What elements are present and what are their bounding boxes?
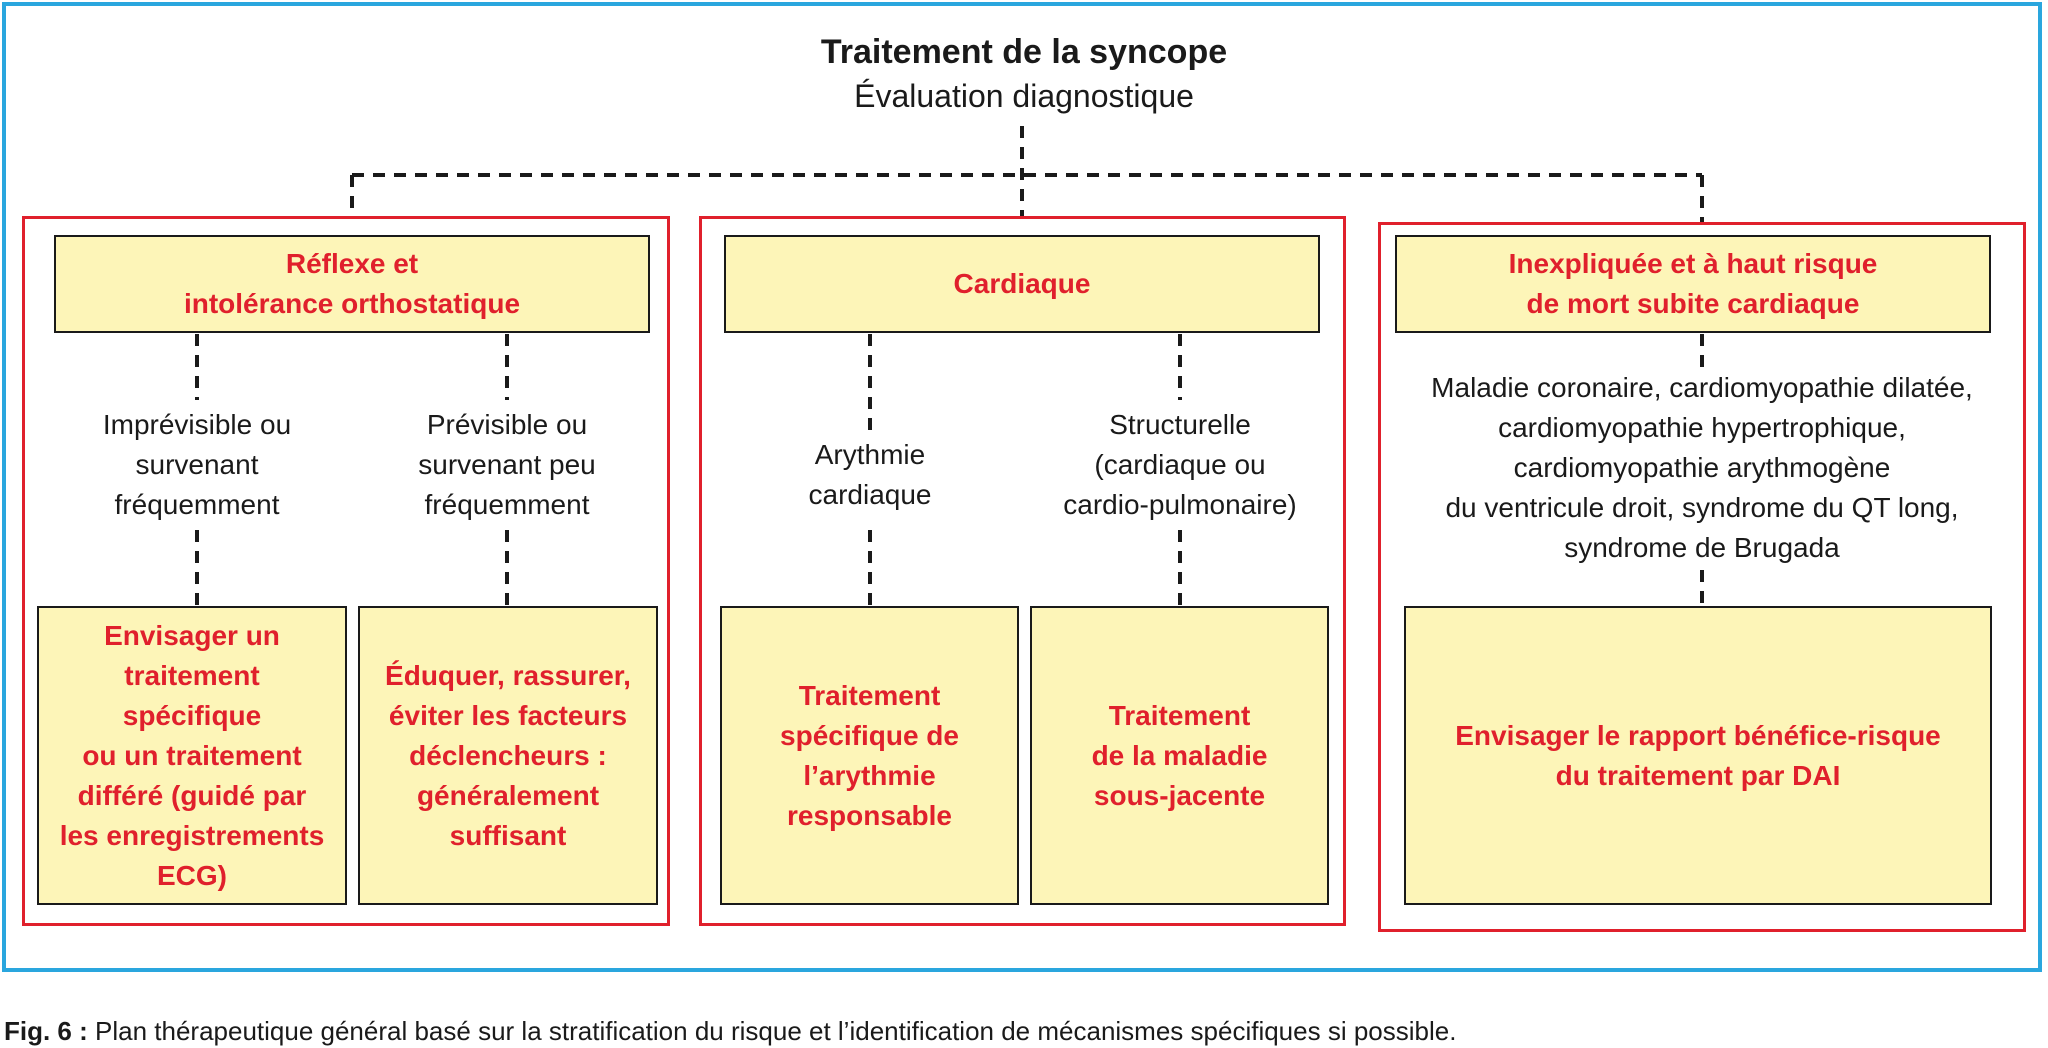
group-inexpliquee-condition: Maladie coronaire, cardiomyopathie dilat… (1431, 372, 1973, 563)
group-reflexe-action-1: Envisager un traitement spécifique ou un… (37, 606, 347, 905)
group-cardiaque-header: Cardiaque (724, 235, 1320, 333)
group-reflexe (22, 216, 670, 926)
group-cardiaque-action-2: Traitement de la maladie sous-jacente (1030, 606, 1329, 905)
group-cardiaque-condition-1: Arythmie cardiaque (808, 439, 932, 510)
group-cardiaque (699, 216, 1346, 926)
figure-caption: Fig. 6 : Plan thérapeutique général basé… (4, 1014, 2044, 1048)
caption-label: Fig. 6 : (4, 1016, 88, 1046)
group-reflexe-header: Réflexe et intolérance orthostatique (54, 235, 650, 333)
figure-frame (2, 2, 2042, 972)
group-reflexe-condition-1: Imprévisible ou survenant fréquemment (102, 409, 292, 520)
diagram-title: Traitement de la syncope (820, 33, 1228, 71)
caption-text: Plan thérapeutique général basé sur la s… (87, 1016, 1457, 1046)
group-reflexe-action-2: Éduquer, rassurer, éviter les facteurs d… (358, 606, 658, 905)
group-cardiaque-condition-2: Structurelle (cardiaque ou cardio-pulmon… (1063, 409, 1297, 520)
group-inexpliquee (1378, 222, 2026, 932)
diagram-heading: Traitement de la syncope Évaluation diag… (700, 30, 1348, 118)
group-inexpliquee-action: Envisager le rapport bénéfice-risque du … (1404, 606, 1992, 905)
group-cardiaque-action-1: Traitement spécifique de l’arythmie resp… (720, 606, 1019, 905)
group-inexpliquee-header: Inexpliquée et à haut risque de mort sub… (1395, 235, 1991, 333)
diagram-subtitle: Évaluation diagnostique (854, 78, 1194, 114)
group-reflexe-condition-2: Prévisible ou survenant peu fréquemment (418, 409, 596, 520)
